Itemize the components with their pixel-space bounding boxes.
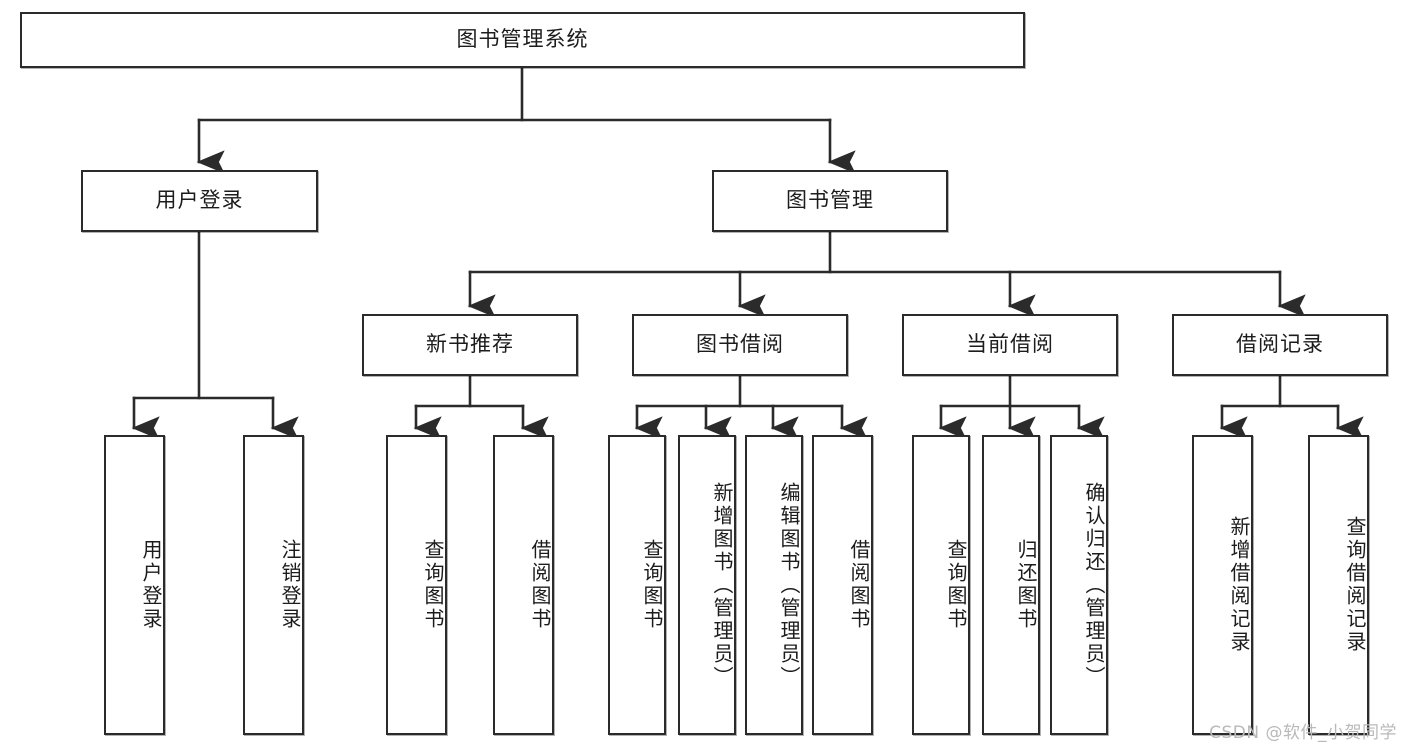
leaf-query-book-recommendation[interactable]: 查询图书 bbox=[386, 435, 447, 735]
node-label: 确认归还（管理员） bbox=[1082, 481, 1106, 689]
leaf-confirm-return-admin[interactable]: 确认归还（管理员） bbox=[1050, 435, 1108, 735]
node-new-book-recommendation[interactable]: 新书推荐 bbox=[362, 314, 578, 376]
node-label: 借阅记录 bbox=[1236, 332, 1324, 357]
leaf-borrow-book[interactable]: 借阅图书 bbox=[812, 435, 873, 735]
node-label: 图书借阅 bbox=[696, 332, 784, 357]
node-book-borrowing[interactable]: 图书借阅 bbox=[632, 314, 848, 376]
leaf-query-book-borrowing[interactable]: 查询图书 bbox=[608, 435, 666, 735]
node-label: 归还图书 bbox=[1014, 539, 1038, 631]
leaf-add-book-admin[interactable]: 新增图书（管理员） bbox=[678, 435, 736, 735]
csdn-watermark: CSDN @软件_小贺同学 bbox=[1209, 723, 1397, 743]
leaf-user-logout[interactable]: 注销登录 bbox=[243, 435, 304, 735]
node-label: 新增图书（管理员） bbox=[710, 481, 734, 689]
node-root-book-management-system[interactable]: 图书管理系统 bbox=[20, 12, 1025, 68]
node-label: 查询图书 bbox=[421, 539, 445, 631]
node-label: 查询图书 bbox=[640, 539, 664, 631]
node-label: 新书推荐 bbox=[426, 332, 514, 357]
node-label: 用户登录 bbox=[139, 539, 163, 631]
node-label: 查询借阅记录 bbox=[1343, 516, 1367, 654]
leaf-query-borrowing-record[interactable]: 查询借阅记录 bbox=[1308, 435, 1369, 735]
node-borrowing-record[interactable]: 借阅记录 bbox=[1172, 314, 1388, 376]
node-label: 编辑图书（管理员） bbox=[777, 481, 801, 689]
node-label: 借阅图书 bbox=[528, 539, 552, 631]
leaf-add-borrowing-record[interactable]: 新增借阅记录 bbox=[1192, 435, 1253, 735]
leaf-query-book-current[interactable]: 查询图书 bbox=[912, 435, 970, 735]
node-label: 用户登录 bbox=[155, 188, 244, 213]
node-current-borrowing[interactable]: 当前借阅 bbox=[902, 314, 1118, 376]
node-label: 当前借阅 bbox=[966, 332, 1054, 357]
leaf-return-book[interactable]: 归还图书 bbox=[982, 435, 1040, 735]
node-book-management[interactable]: 图书管理 bbox=[712, 170, 948, 232]
node-label: 新增借阅记录 bbox=[1227, 516, 1251, 654]
leaf-user-login[interactable]: 用户登录 bbox=[104, 435, 165, 735]
node-label: 注销登录 bbox=[278, 539, 302, 631]
node-label: 借阅图书 bbox=[847, 539, 871, 631]
node-label: 图书管理系统 bbox=[456, 27, 589, 52]
leaf-edit-book-admin[interactable]: 编辑图书（管理员） bbox=[745, 435, 803, 735]
leaf-borrow-book-recommendation[interactable]: 借阅图书 bbox=[493, 435, 554, 735]
node-label: 图书管理 bbox=[786, 188, 874, 213]
node-user-login[interactable]: 用户登录 bbox=[81, 170, 318, 232]
node-label: 查询图书 bbox=[944, 539, 968, 631]
